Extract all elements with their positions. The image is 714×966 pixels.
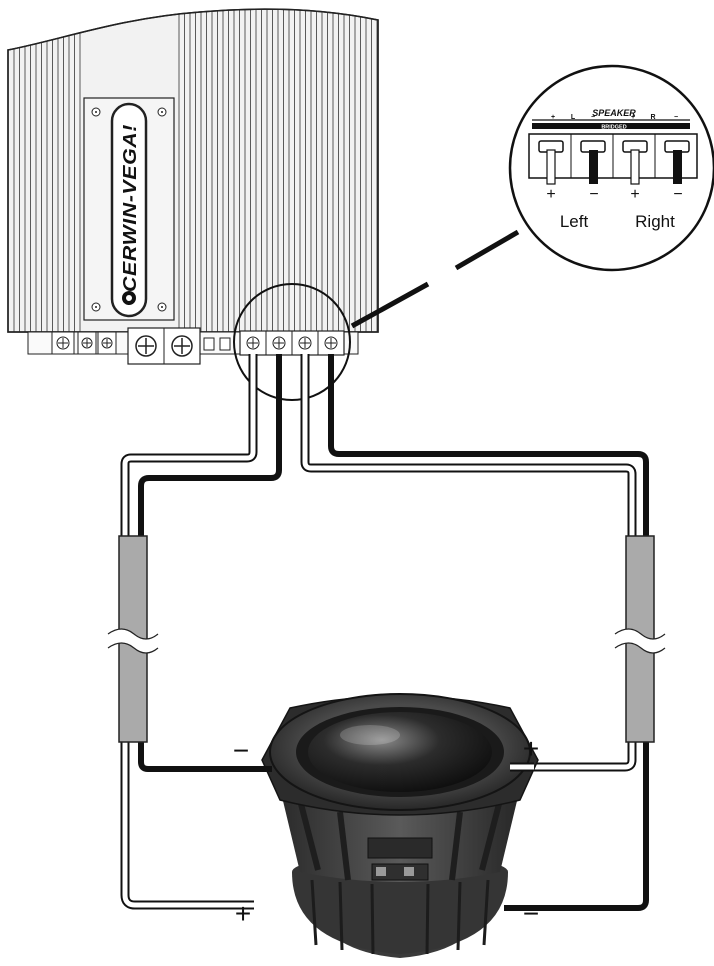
inset-header: SPEAKER	[592, 108, 636, 118]
subwoofer-cone	[308, 712, 492, 792]
terminal-sign: −	[673, 186, 682, 203]
brand-badge	[110, 102, 148, 318]
speaker-terminal-inset: SPEAKER BRIDGED + L − + R − + − +	[508, 64, 714, 272]
inset-marker: L	[571, 114, 576, 121]
amplifier: CERWIN-VEGA!	[7, 8, 379, 365]
inset-subheader: BRIDGED	[601, 125, 626, 131]
zoom-circle	[233, 283, 351, 401]
positive-wire-left	[546, 149, 556, 185]
terminal-clamp-icon	[538, 140, 690, 153]
left-channel-label: Left	[560, 212, 589, 231]
negative-wire-right-run	[328, 354, 649, 911]
subwoofer	[261, 693, 539, 958]
terminal-sign: +	[630, 186, 639, 203]
negative-wire-left	[589, 150, 598, 184]
power-screw-icon	[135, 335, 193, 357]
sub-negative-sign-bottom: −	[523, 898, 539, 929]
screw-terminal-icon	[56, 336, 113, 350]
speaker-terminals	[239, 330, 345, 356]
negative-wire-left-run	[138, 354, 282, 772]
sub-negative-sign-top: −	[233, 735, 249, 766]
positive-wire-right	[630, 149, 640, 185]
callout-line	[350, 229, 520, 329]
wire-sleeve-right	[614, 535, 666, 743]
heatsink-fins	[13, 9, 378, 332]
inset-marker: +	[551, 114, 555, 121]
inset-marker: +	[631, 114, 635, 121]
sub-positive-sign-top: +	[523, 733, 539, 764]
sub-positive-sign-bottom: +	[235, 898, 251, 929]
negative-wire-right	[673, 150, 682, 184]
logo-icon	[122, 291, 136, 305]
brand-logo: CERWIN-VEGA!	[120, 124, 140, 292]
inset-marker: −	[591, 114, 595, 121]
wiring	[120, 354, 649, 911]
terminal-sign: −	[589, 186, 598, 203]
right-channel-label: Right	[635, 212, 675, 231]
inset-marker: R	[650, 114, 655, 121]
inset-marker: −	[674, 114, 678, 121]
terminal-sign: +	[546, 186, 555, 203]
wire-ends	[228, 762, 534, 772]
wire-sleeve-left	[107, 535, 159, 743]
